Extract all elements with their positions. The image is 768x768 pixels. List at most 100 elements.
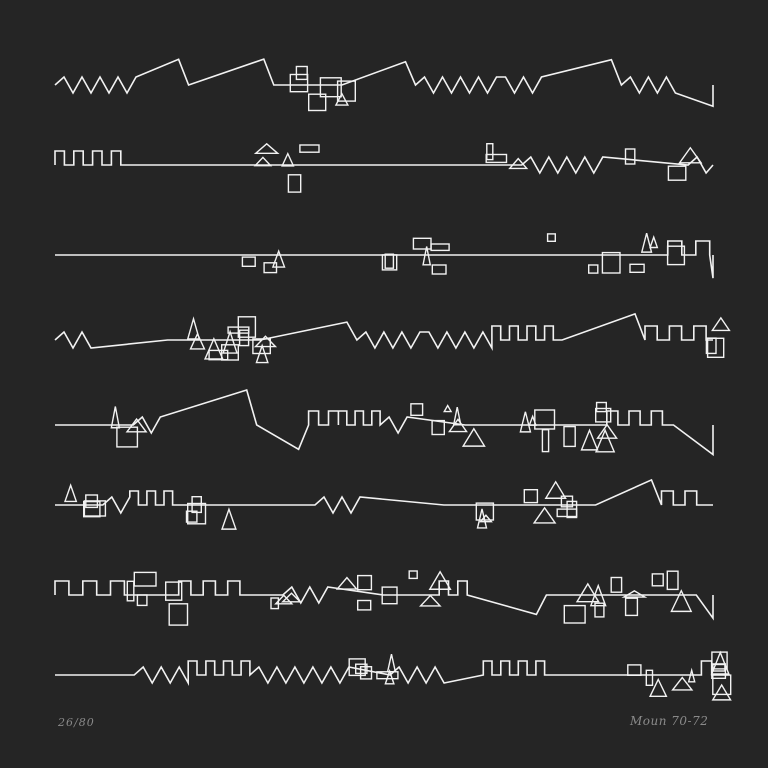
box-shape [523, 489, 539, 504]
box-shape [308, 93, 327, 112]
box-shape [563, 425, 576, 448]
triangle-shape [428, 570, 452, 590]
pattern-row-2 [54, 142, 714, 193]
box-shape [348, 658, 366, 677]
triangle-shape [544, 480, 567, 499]
box-shape [651, 573, 664, 587]
box-shape [412, 237, 432, 250]
box-shape [220, 344, 239, 361]
box-shape [588, 264, 599, 274]
box-shape [381, 586, 398, 605]
triangle-shape [386, 653, 397, 673]
box-shape [83, 500, 107, 517]
box-shape [541, 429, 550, 453]
triangle-shape [580, 428, 599, 451]
box-shape [287, 174, 302, 193]
box-shape [241, 256, 256, 268]
box-shape [430, 243, 450, 252]
triangle-shape [186, 316, 201, 340]
box-shape [357, 599, 372, 611]
box-shape [711, 651, 728, 670]
box-shape [85, 494, 99, 509]
triangle-shape [422, 246, 432, 266]
line-path [54, 312, 713, 352]
box-shape [186, 502, 207, 525]
box-shape [556, 508, 578, 518]
box-shape [475, 502, 495, 521]
triangle-shape [271, 249, 286, 268]
box-shape [116, 426, 139, 448]
box-shape [431, 419, 446, 436]
box-shape [560, 495, 574, 508]
box-shape [126, 580, 135, 602]
box-shape [336, 80, 357, 102]
box-shape [627, 664, 642, 677]
pattern-row-4 [54, 312, 731, 364]
pattern-row-5 [55, 388, 714, 457]
triangle-shape [274, 594, 294, 605]
box-shape [319, 77, 342, 98]
triangle-shape [334, 92, 350, 106]
triangle-shape [418, 594, 442, 607]
triangle-shape [280, 592, 302, 603]
box-shape [711, 663, 727, 680]
triangle-shape [461, 427, 486, 447]
triangle-shape [478, 514, 493, 523]
box-shape [712, 674, 732, 696]
box-shape [645, 669, 654, 686]
line-path [55, 660, 713, 687]
triangle-shape [63, 483, 78, 503]
triangle-shape [253, 142, 280, 155]
triangle-shape [711, 683, 732, 701]
triangle-shape [476, 508, 488, 529]
box-shape [381, 254, 398, 271]
edition-number: 26/80 [58, 716, 95, 729]
box-shape [546, 233, 556, 242]
triangle-shape [594, 428, 616, 453]
triangle-shape [670, 589, 693, 613]
box-shape [595, 407, 612, 423]
box-shape [534, 409, 556, 430]
triangle-shape [678, 146, 703, 164]
triangle-shape [532, 506, 557, 524]
triangle-shape [596, 423, 618, 439]
box-shape [164, 581, 183, 601]
triangle-shape [255, 343, 269, 364]
triangle-shape [125, 417, 148, 433]
box-shape [208, 349, 229, 361]
triangle-shape [711, 316, 731, 332]
box-shape [376, 671, 399, 680]
box-shape [191, 496, 203, 514]
triangle-shape [443, 404, 453, 413]
triangle-shape [649, 235, 659, 249]
box-shape [237, 316, 257, 338]
box-shape [485, 153, 508, 164]
line-path [55, 388, 714, 457]
box-shape [706, 337, 725, 358]
box-shape [667, 165, 687, 181]
box-shape [594, 602, 605, 618]
pattern-row-8 [55, 650, 732, 701]
triangle-shape [253, 335, 278, 348]
triangle-shape [253, 156, 273, 167]
box-shape [666, 245, 686, 266]
box-shape [295, 65, 308, 81]
box-shape [357, 574, 373, 591]
box-shape [238, 329, 250, 347]
line-path [54, 150, 714, 175]
line-path [54, 58, 714, 108]
box-shape [384, 253, 395, 269]
pattern-row-3 [55, 233, 714, 279]
box-shape [410, 403, 424, 416]
box-shape [355, 663, 368, 675]
box-shape [563, 604, 586, 624]
box-shape [133, 571, 157, 587]
box-shape [666, 570, 679, 591]
line-path [55, 478, 713, 515]
triangle-shape [281, 151, 295, 167]
box-shape [610, 576, 623, 593]
triangle-shape [203, 337, 224, 360]
artist-signature: Moun 70-72 [630, 714, 709, 728]
